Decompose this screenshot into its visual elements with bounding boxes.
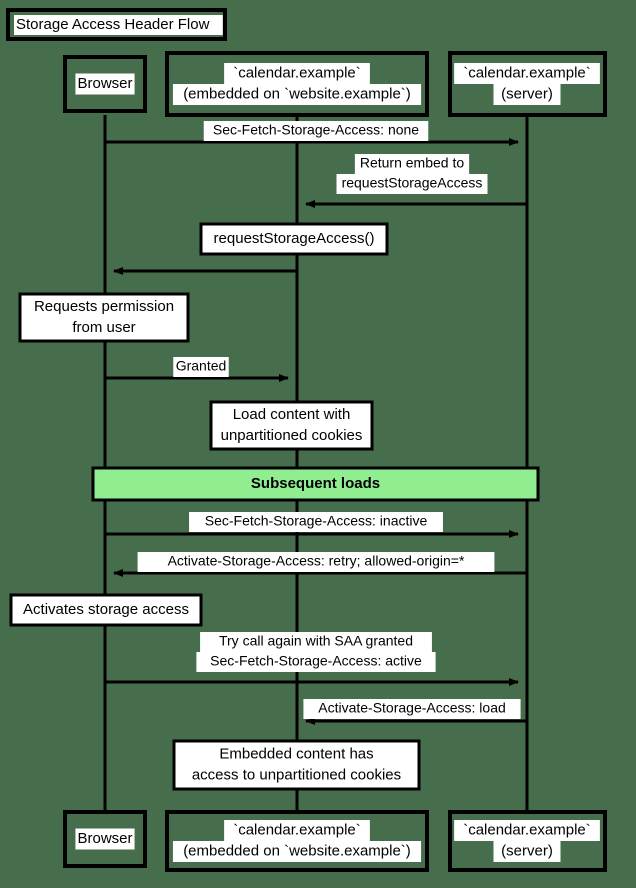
note-request-storage-access-label-line-0: requestStorageAccess(): [214, 230, 375, 247]
dividers-layer: Subsequent loads: [91, 466, 540, 502]
participant-label-server-footer-bg-0: [454, 820, 600, 841]
participant-label-server-line-1: (server): [501, 85, 553, 102]
msg-sfsa-none-label-bg-0: [203, 121, 429, 141]
msg-return-embed-label-line-1: requestStorageAccess: [342, 175, 483, 191]
diagram-title-text: Storage Access Header Flow: [16, 16, 210, 33]
note-requests-permission-label-line-1: from user: [72, 319, 135, 336]
msg-asa-retry-label-bg-0: [137, 552, 495, 572]
msg-asa-load-label-line-0: Activate-Storage-Access: load: [318, 700, 506, 716]
participant-label-server-bg-0: [454, 63, 600, 84]
note-embedded-content-label-line-0: Embedded content has: [219, 745, 373, 762]
note-activates-storage-access-label-line-0: Activates storage access: [23, 601, 189, 618]
participant-label-server-bg-1: [493, 84, 561, 105]
participants-layer: Browser `calendar.example` (embedded on `w…: [63, 51, 607, 872]
participant-label-embed-line-0: `calendar.example`: [233, 64, 361, 81]
participant-label-browser-footer-bg-0: [75, 828, 135, 850]
participant-label-embed-footer-bg-0: [224, 820, 370, 841]
note-embedded-content-box[interactable]: [172, 739, 421, 791]
msg-granted-label-line-0: Granted: [176, 358, 227, 374]
note-request-storage-access-box[interactable]: [199, 222, 389, 256]
note-load-content-label-line-1: unpartitioned cookies: [221, 427, 363, 444]
participant-label-browser-footer-line-0: Browser: [77, 830, 132, 847]
msg-return-embed-label-bg-1: [336, 174, 488, 194]
note-requests-permission-label-line-0: Requests permission: [34, 298, 174, 315]
note-load-content-label-line-0: Load content with: [233, 406, 351, 423]
participant-label-embed-footer-line-1: (embedded on `website.example`): [183, 842, 411, 859]
participant-label-embed-bg-1: [172, 84, 422, 105]
participant-label-server-line-0: `calendar.example`: [463, 64, 591, 81]
msg-asa-retry-label-line-0: Activate-Storage-Access: retry; allowed-…: [168, 553, 465, 569]
msg-return-embed-label-line-0: Return embed to: [360, 155, 464, 171]
msg-sfsa-active-label-line-1: Sec-Fetch-Storage-Access: active: [210, 653, 422, 669]
participant-label-server-footer-line-0: `calendar.example`: [463, 821, 591, 838]
divider-subsequent-loads-label: Subsequent loads: [251, 475, 380, 492]
diagram-title-bg: [14, 15, 223, 35]
title-layer: Storage Access Header Flow: [6, 8, 227, 41]
msg-sfsa-active-label-line-0: Try call again with SAA granted: [219, 633, 413, 649]
msg-sfsa-inactive-label-line-0: Sec-Fetch-Storage-Access: inactive: [205, 513, 428, 529]
participant-label-embed-bg-0: [224, 63, 370, 84]
msg-sfsa-active-label-bg-0: [200, 632, 432, 652]
note-activates-storage-access-box[interactable]: [9, 593, 203, 627]
notes-layer: requestStorageAccess() Requests permissio…: [9, 222, 421, 791]
msg-return-embed-label-bg-0: [354, 154, 470, 174]
participant-label-embed-footer-line-0: `calendar.example`: [233, 821, 361, 838]
participant-label-browser-bg-0: [75, 73, 135, 95]
msg-sfsa-active-label-bg-1: [196, 652, 436, 672]
participant-label-embed-line-1: (embedded on `website.example`): [183, 85, 411, 102]
msg-sfsa-none-label-line-0: Sec-Fetch-Storage-Access: none: [213, 122, 419, 138]
note-load-content-box[interactable]: [209, 400, 374, 451]
note-embedded-content-label-line-1: access to unpartitioned cookies: [192, 766, 401, 783]
msg-asa-load-label-bg-0: [303, 699, 521, 719]
msg-sfsa-inactive-label-bg-0: [189, 512, 443, 532]
note-requests-permission-box[interactable]: [18, 292, 190, 343]
participant-label-server-footer-line-1: (server): [501, 842, 553, 859]
participant-label-server-footer-bg-1: [493, 841, 561, 862]
divider-subsequent-loads-box[interactable]: [91, 466, 540, 502]
msg-granted-label-bg-0: [173, 357, 229, 377]
participant-label-browser-line-0: Browser: [77, 75, 132, 92]
participant-label-embed-footer-bg-1: [172, 841, 422, 862]
